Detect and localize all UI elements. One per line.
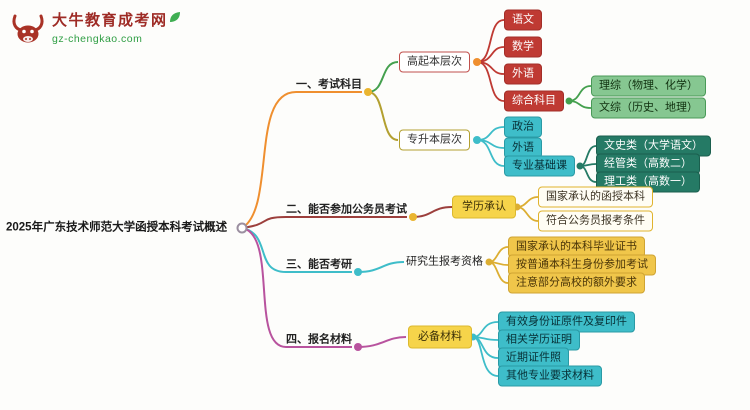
node-postgraduate-qualification: 研究生报考资格 [406,255,483,268]
node-other-major-materials: 其他专业要求材料 [498,365,602,387]
root-node: 2025年广东技术师范大学函授本科考试概述 [6,221,228,234]
node-politics: 政治 [504,116,542,138]
node-extra-university-requirements: 注意部分高校的额外要求 [508,272,645,294]
node-civil-service-eligibility: 符合公务员报考条件 [538,210,653,232]
node-chinese: 语文 [504,9,542,31]
node-gaoqiben-level: 高起本层次 [399,51,470,73]
logo-title: 大牛教育成考网 [52,12,168,29]
logo-url: gz-chengkao.com [52,33,143,45]
branch-registration-materials: 四、报名材料 [286,333,352,346]
node-required-materials: 必备材料 [408,325,472,349]
branch-postgraduate-exam: 三、能否考研 [286,258,352,271]
node-liberal-arts-comprehensive: 文综（历史、地理） [591,97,706,119]
root-dot [236,222,248,234]
bull-logo-icon [12,14,44,43]
site-logo: 大牛教育成考网 gz-chengkao.com [10,12,182,48]
node-foreign-language: 外语 [504,63,542,85]
branch4-wires [241,227,499,377]
node-zhuanshengben-level: 专升本层次 [399,129,470,151]
node-math: 数学 [504,36,542,58]
branch-exam-subjects: 一、考试科目 [296,78,362,91]
branch-civil-service-exam: 二、能否参加公务员考试 [286,203,407,216]
node-major-basic-course: 专业基础课 [504,155,575,177]
node-comprehensive-subject: 综合科目 [504,90,564,112]
node-science-comprehensive: 理综（物理、化学） [591,75,706,97]
node-state-recognized-diploma: 国家承认的函授本科 [538,186,653,208]
leaf-icon [169,12,180,22]
node-diploma-recognition: 学历承认 [452,195,516,219]
